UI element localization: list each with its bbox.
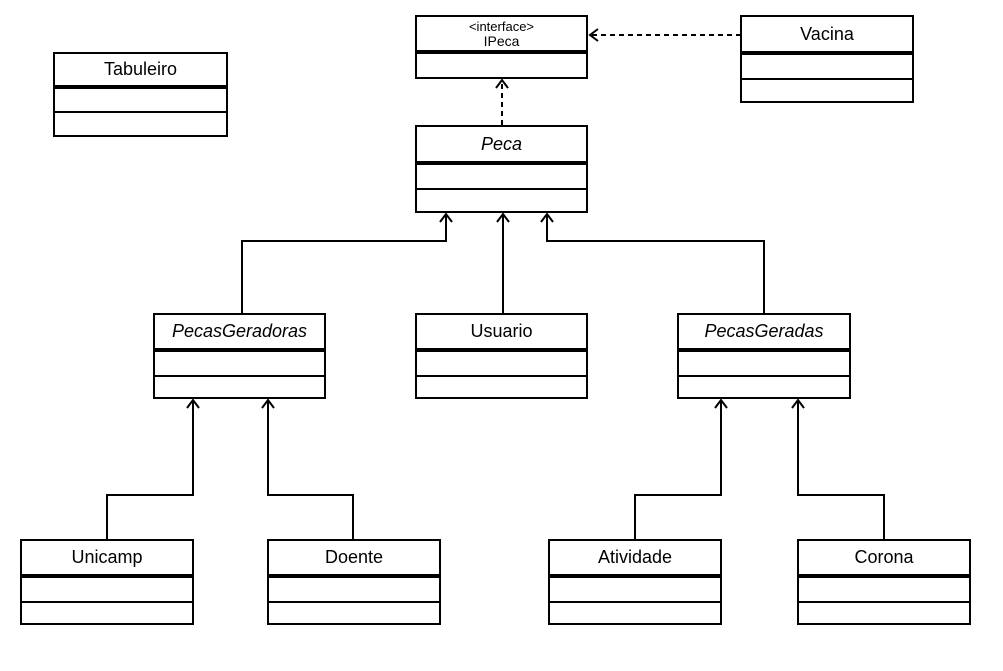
class-name: Vacina [742,17,912,55]
class-unicamp[interactable]: Unicamp [20,539,194,625]
realization-vacina-ipeca-arrowhead [588,28,599,42]
class-tabuleiro[interactable]: Tabuleiro [53,52,228,137]
generalization-doente-pecasgeradoras [267,400,354,539]
attributes-compartment [679,352,849,377]
generalization-atividade-pecasgeradas-arrowhead [714,398,728,409]
generalization-pecasgeradoras-peca [241,214,447,313]
interface-header: <interface> IPeca [417,17,586,54]
class-name: Usuario [417,315,586,352]
attributes-compartment [799,578,969,603]
class-name: Unicamp [22,541,192,578]
generalization-doente-pecasgeradoras-arrowhead [261,398,275,409]
operations-compartment [22,603,192,621]
generalization-corona-pecasgeradas [797,400,885,539]
class-name: Peca [417,127,586,165]
class-peca[interactable]: Peca [415,125,588,213]
attributes-compartment [550,578,720,603]
operations-compartment [417,54,586,75]
class-usuario[interactable]: Usuario [415,313,588,399]
operations-compartment [679,377,849,395]
attributes-compartment [417,165,586,190]
operations-compartment [269,603,439,621]
class-vacina[interactable]: Vacina [740,15,914,103]
operations-compartment [799,603,969,621]
attributes-compartment [742,55,912,80]
class-pecasgeradas[interactable]: PecasGeradas [677,313,851,399]
attributes-compartment [55,89,226,113]
operations-compartment [417,190,586,209]
generalization-unicamp-pecasgeradoras [106,400,194,539]
generalization-pecasgeradoras-peca-arrowhead [439,212,453,223]
interface-name: IPeca [483,32,520,49]
class-pecasgeradoras[interactable]: PecasGeradoras [153,313,326,399]
operations-compartment [742,80,912,99]
class-name: Corona [799,541,969,578]
realization-peca-ipeca-arrowhead [495,78,509,89]
class-name: Doente [269,541,439,578]
attributes-compartment [22,578,192,603]
operations-compartment [550,603,720,621]
class-name: Tabuleiro [55,54,226,89]
class-name: PecasGeradas [679,315,849,352]
class-name: Atividade [550,541,720,578]
operations-compartment [417,377,586,395]
interface-ipeca[interactable]: <interface> IPeca [415,15,588,79]
generalization-usuario-peca-arrowhead [496,212,510,223]
generalization-atividade-pecasgeradas [634,400,722,539]
class-atividade[interactable]: Atividade [548,539,722,625]
generalization-pecasgeradas-peca-arrowhead [540,212,554,223]
operations-compartment [155,377,324,395]
class-name: PecasGeradoras [155,315,324,352]
attributes-compartment [269,578,439,603]
attributes-compartment [417,352,586,377]
class-doente[interactable]: Doente [267,539,441,625]
stereotype-label: <interface> [468,18,535,34]
generalization-corona-pecasgeradas-arrowhead [791,398,805,409]
class-corona[interactable]: Corona [797,539,971,625]
operations-compartment [55,113,226,133]
generalization-pecasgeradas-peca [546,214,765,313]
generalization-unicamp-pecasgeradoras-arrowhead [186,398,200,409]
attributes-compartment [155,352,324,377]
